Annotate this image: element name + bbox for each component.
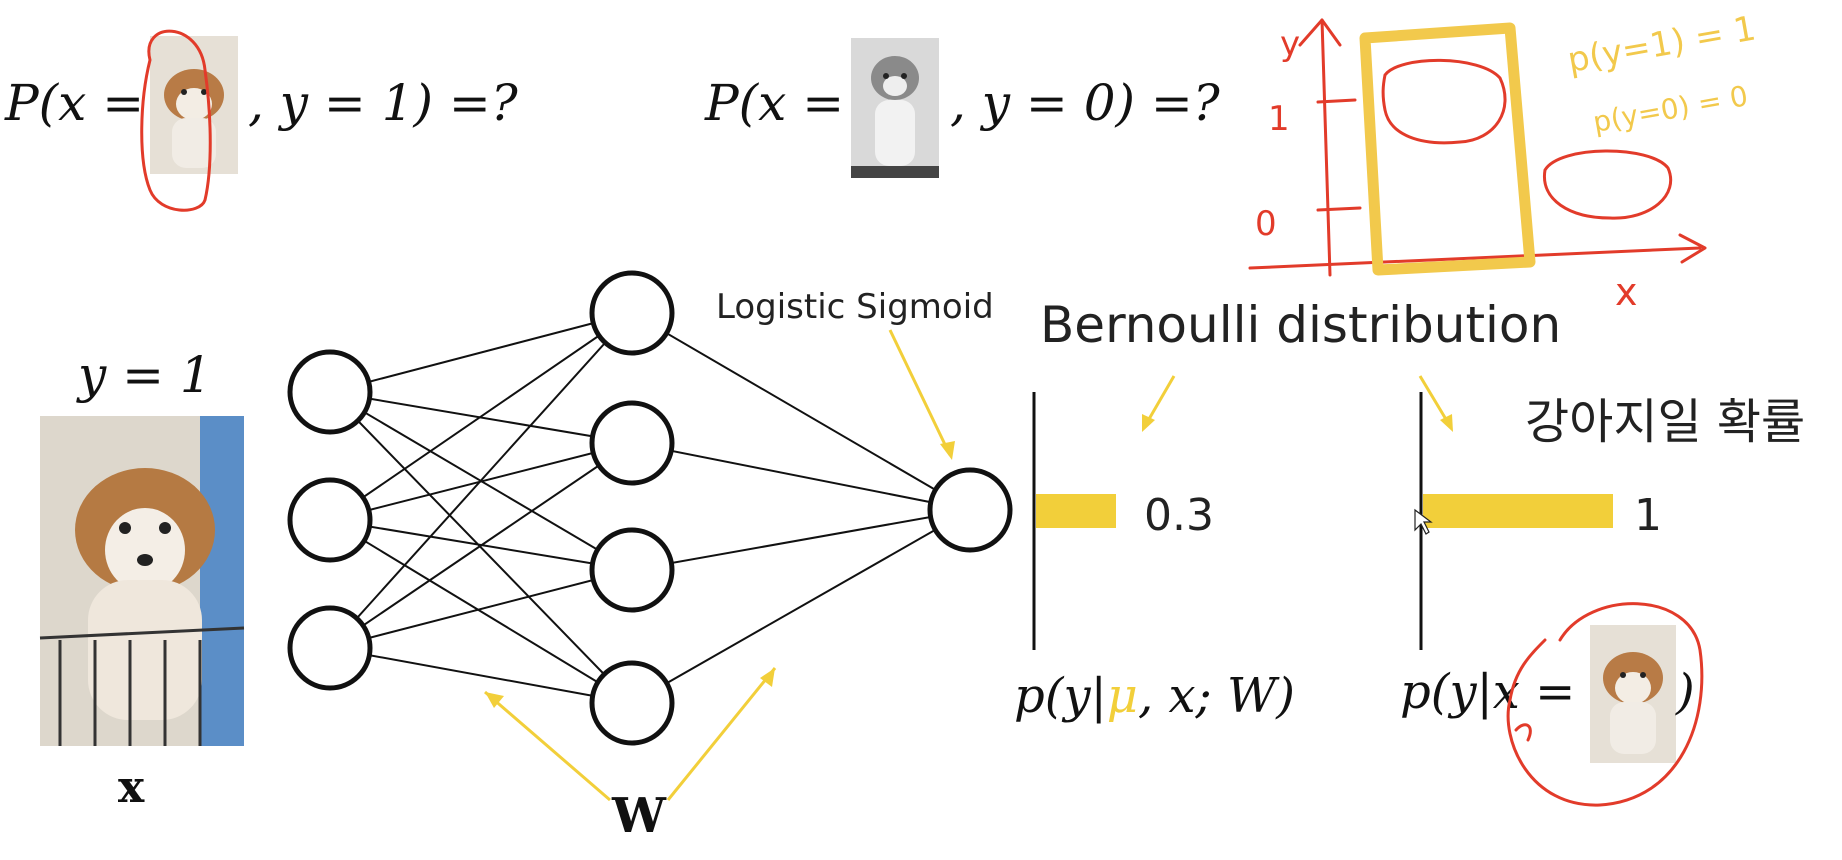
annotation-circle-dog: [140, 29, 212, 212]
bar-left-fill: [1036, 494, 1116, 528]
network-edges: [329, 312, 971, 704]
neural-network: [287, 270, 1013, 746]
mouse-cursor-icon: [1414, 508, 1433, 535]
formula-joint-cat: P(x = , y = 0) =?: [704, 38, 1221, 178]
annotation-circle-bottom-dog: [1506, 602, 1704, 807]
formula-dog-prefix: P(x =: [4, 74, 144, 132]
dog-thumbnail-bottom: [1590, 625, 1676, 763]
hidden-node-2: [589, 400, 675, 486]
formula-dog-suffix: , y = 1) =?: [248, 74, 519, 132]
formula-likelihood-p: p(y|: [1014, 668, 1107, 724]
label-x-bold: x: [118, 762, 145, 813]
cat-thumbnail: [851, 38, 939, 178]
sketch-highlight-box: [1359, 22, 1536, 276]
formula-likelihood: p(y|μ, x; W): [1014, 668, 1295, 724]
handwritten-sketch: y x 1 0 p(y=1) = 1 p(y=0) = 0: [1248, 8, 1759, 314]
sketch-y-label: y: [1280, 24, 1300, 64]
output-node: [927, 467, 1013, 553]
sketch-x-label: x: [1615, 270, 1638, 314]
dog-photo-input: [39, 416, 245, 746]
sigmoid-label: Logistic Sigmoid: [716, 287, 994, 327]
korean-prob-label: 강아지일 확률: [1525, 394, 1805, 450]
bar-chart-left: 0.3: [1032, 392, 1214, 650]
hidden-node-4: [589, 660, 675, 746]
formula-likelihood-mu: μ: [1107, 668, 1138, 724]
bar-right-fill: [1423, 494, 1613, 528]
formula-cat-suffix: , y = 0) =?: [950, 74, 1221, 132]
hidden-node-3: [589, 527, 675, 613]
formula-joint-dog: P(x = , y = 1) =?: [4, 29, 519, 212]
label-y-equals-1: y = 1: [76, 346, 212, 404]
formula-cat-prefix: P(x =: [704, 74, 844, 132]
weights-arrow-left: [484, 690, 611, 802]
sketch-x-axis: [1248, 246, 1702, 270]
dog-thumbnail-small: [150, 36, 238, 174]
sketch-tick-1: 1: [1268, 99, 1290, 139]
label-weights: W: [611, 788, 667, 844]
input-node-3: [287, 605, 373, 691]
sketch-note-1: p(y=1) = 1: [1565, 8, 1759, 80]
sketch-y-axis: [1320, 18, 1332, 277]
sketch-note-2: p(y=0) = 0: [1590, 79, 1750, 139]
sketch-blob-cat: [1542, 149, 1673, 220]
input-node-1: [287, 349, 373, 435]
formula-conditional-prefix: p(y|x =: [1400, 664, 1575, 720]
sigmoid-arrow: [888, 329, 952, 456]
bar-left-value: 0.3: [1144, 490, 1214, 541]
bernoulli-label: Bernoulli distribution: [1040, 296, 1561, 354]
sketch-tick-0: 0: [1255, 204, 1277, 244]
hidden-node-1: [589, 270, 675, 356]
sketch-blob-dog: [1381, 58, 1507, 145]
formula-conditional-close: ): [1675, 664, 1695, 720]
formula-likelihood-rest: , x; W): [1138, 668, 1295, 724]
weights-arrow-right: [666, 667, 777, 801]
input-node-2: [287, 477, 373, 563]
bar-right-value: 1: [1634, 490, 1662, 541]
